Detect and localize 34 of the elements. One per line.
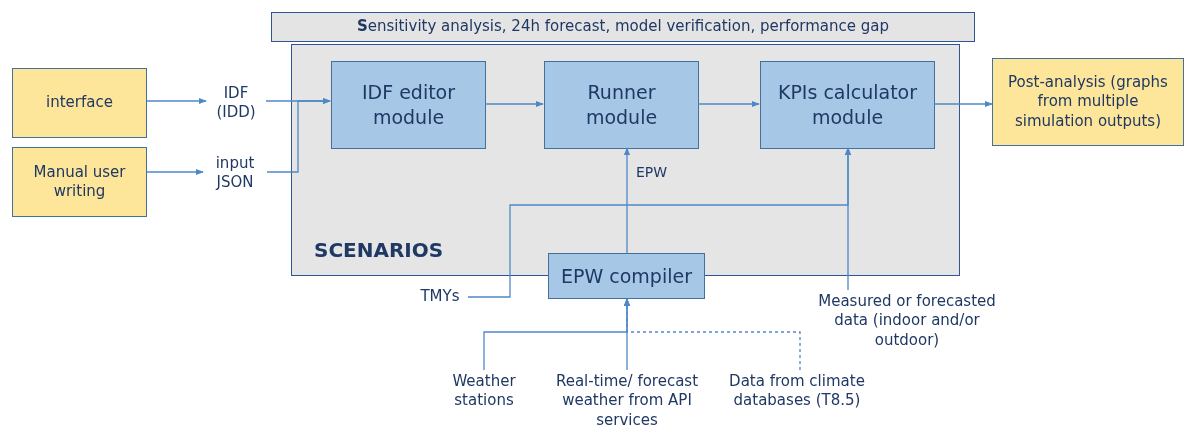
- file-label: input JSON: [203, 150, 267, 196]
- box-label: interface: [45, 93, 114, 113]
- source-label: Data from climate databases (T8.5): [716, 370, 878, 412]
- arrow: [933, 100, 993, 108]
- arrow: [623, 298, 801, 371]
- input-box: [12, 68, 147, 138]
- arrow: [484, 100, 544, 108]
- box-label: Post-analysis (graphs from multiple simulation outputs): [1007, 72, 1169, 132]
- heading-band: [271, 12, 975, 42]
- arrow: [146, 97, 207, 105]
- box-label: Sensitivity analysis, 24h forecast, model verification, performance gap: [355, 17, 891, 37]
- box-label: Manual user writing: [32, 162, 127, 202]
- box-label: IDF editor module: [360, 80, 457, 130]
- arrow: [266, 97, 331, 173]
- process-box: [760, 61, 935, 149]
- box-label: EPW compiler: [560, 263, 693, 289]
- process-box: [548, 253, 705, 299]
- source-label: Real-time/ forecast weather from API services: [552, 370, 702, 432]
- arrow: [146, 168, 204, 176]
- process-box: [331, 61, 486, 149]
- file-label: IDF (IDD): [206, 80, 266, 126]
- arrow: [844, 147, 852, 291]
- edge-label: EPW: [634, 164, 670, 180]
- output-box: [992, 58, 1184, 146]
- input-box: [12, 147, 147, 217]
- process-box: [544, 61, 699, 149]
- arrow: [697, 100, 760, 108]
- box-label: Runner module: [584, 80, 659, 130]
- source-label: TMYs: [412, 286, 468, 308]
- arrow: [623, 147, 631, 254]
- source-label: Measured or forecasted data (indoor and/or outdoor): [806, 290, 1008, 352]
- source-label: Weather stations: [440, 370, 528, 412]
- panel-title: SCENARIOS: [313, 237, 445, 263]
- box-label: KPIs calculator module: [776, 80, 919, 130]
